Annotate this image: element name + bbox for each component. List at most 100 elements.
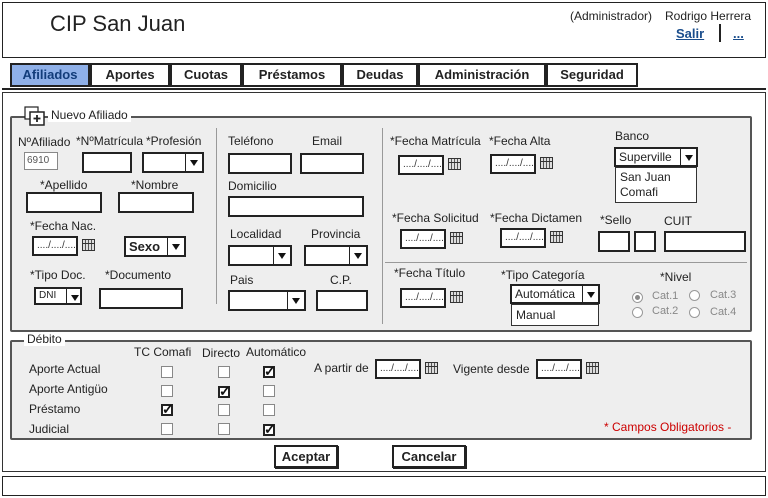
sello-input[interactable] — [598, 231, 630, 252]
fecha-titulo-label: *Fecha Título — [394, 266, 466, 280]
localidad-select[interactable] — [228, 245, 292, 266]
calendar-icon[interactable] — [425, 362, 438, 374]
cp-input[interactable] — [316, 290, 368, 311]
prestamo-directo-checkbox[interactable] — [218, 404, 230, 416]
calendar-icon[interactable] — [450, 291, 463, 303]
tab-seguridad[interactable]: Seguridad — [546, 63, 638, 87]
judicial-directo-checkbox[interactable] — [218, 423, 230, 435]
calendar-icon[interactable] — [448, 158, 461, 170]
judicial-tc-comafi-checkbox[interactable] — [161, 423, 173, 435]
localidad-label: Localidad — [230, 227, 282, 241]
tab-prestamos[interactable]: Préstamos — [242, 63, 342, 87]
debito-column-header: TC Comafi — [134, 345, 192, 359]
fecha-solicitud-input[interactable]: ..../..../.... — [400, 229, 446, 249]
aporte-actual-tc-comafi-checkbox[interactable] — [161, 366, 173, 378]
chevron-down-icon — [167, 238, 184, 255]
tab-cuotas[interactable]: Cuotas — [170, 63, 242, 87]
nivel-radio-cat3[interactable] — [689, 290, 700, 301]
content-area — [2, 92, 766, 472]
categoria-option[interactable]: Manual — [516, 308, 556, 322]
logout-link[interactable]: Salir — [676, 26, 705, 41]
provincia-select[interactable] — [304, 245, 368, 266]
header — [2, 2, 766, 58]
accept-button[interactable]: Aceptar — [274, 445, 338, 468]
chevron-down-icon — [273, 247, 290, 264]
calendar-icon[interactable] — [82, 239, 95, 251]
nivel-radio-cat4[interactable] — [689, 307, 700, 318]
sello-input-2[interactable] — [634, 231, 656, 252]
nro-matricula-input[interactable] — [82, 152, 132, 173]
cuit-label: CUIT — [664, 214, 692, 228]
cuit-input[interactable] — [664, 231, 746, 252]
provincia-label: Provincia — [311, 227, 361, 241]
a-partir-de-label: A partir de — [314, 361, 369, 375]
chevron-down-icon — [680, 149, 696, 165]
banco-select[interactable]: Superville — [614, 147, 698, 167]
calendar-icon[interactable] — [450, 232, 463, 244]
nuevo-afiliado-title: Nuevo Afiliado — [48, 108, 131, 122]
calendar-icon[interactable] — [586, 362, 599, 374]
domicilio-input[interactable] — [228, 196, 364, 217]
nivel-option-label: Cat.2 — [652, 305, 679, 317]
nro-afiliado-label: NºAfiliado — [18, 135, 71, 149]
telefono-label: Teléfono — [228, 134, 274, 148]
nivel-radio-cat1[interactable] — [632, 292, 643, 303]
aporte-actual-directo-checkbox[interactable] — [218, 366, 230, 378]
prestamo-automatico-checkbox[interactable] — [263, 404, 275, 416]
documento-input[interactable] — [99, 288, 183, 309]
tab-afiliados[interactable]: Afiliados — [10, 63, 90, 87]
tab-aportes[interactable]: Aportes — [90, 63, 170, 87]
fecha-titulo-input[interactable]: ..../..../.... — [400, 288, 446, 308]
categoria-dropdown-list: Manual — [511, 304, 599, 326]
banco-option[interactable]: San Juan — [620, 170, 671, 184]
fecha-dictamen-label: *Fecha Dictamen — [490, 211, 583, 225]
nivel-label: *Nivel — [660, 270, 692, 284]
debito-panel — [10, 340, 752, 440]
fecha-dictamen-input[interactable]: ..../..../.... — [500, 228, 546, 248]
pais-select[interactable] — [228, 290, 306, 311]
nro-matricula-label: *NºMatrícula — [76, 134, 144, 148]
tab-deudas[interactable]: Deudas — [342, 63, 418, 87]
a-partir-de-input[interactable]: ..../..../.... — [375, 359, 421, 379]
domicilio-label: Domicilio — [228, 179, 277, 193]
nombre-label: *Nombre — [131, 178, 179, 192]
calendar-icon[interactable] — [540, 157, 553, 169]
telefono-input[interactable] — [228, 153, 292, 174]
nombre-input[interactable] — [118, 192, 194, 213]
fecha-nac-label: *Fecha Nac. — [30, 219, 97, 233]
aporte-actual-automatico-checkbox[interactable] — [263, 363, 276, 380]
sello-label: *Sello — [600, 213, 632, 227]
chevron-down-icon — [349, 247, 366, 264]
row-divider — [385, 262, 747, 263]
profesion-select[interactable] — [142, 152, 204, 173]
vigente-desde-input[interactable]: ..../..../.... — [536, 359, 582, 379]
tipo-categoria-select[interactable]: Automática — [510, 284, 600, 304]
fecha-matricula-input[interactable]: ..../..../.... — [398, 155, 444, 175]
aporte-antiguo-tc-comafi-checkbox[interactable] — [161, 385, 173, 397]
chevron-down-icon — [66, 289, 80, 303]
vigente-desde-label: Vigente desde — [453, 362, 530, 376]
cancel-button[interactable]: Cancelar — [392, 445, 466, 468]
banco-dropdown-list: San Juan Comafi — [615, 167, 697, 203]
calendar-icon[interactable] — [550, 231, 563, 243]
prestamo-tc-comafi-checkbox[interactable] — [161, 401, 174, 418]
banco-option[interactable]: Comafi — [620, 185, 659, 199]
aporte-antiguo-automatico-checkbox[interactable] — [263, 385, 275, 397]
nivel-option-label: Cat.3 — [710, 289, 737, 301]
debito-column-header: Automático — [246, 345, 307, 359]
apellido-input[interactable] — [26, 192, 102, 213]
sexo-value: Sexo — [129, 239, 161, 254]
judicial-automatico-checkbox[interactable] — [263, 421, 276, 438]
fecha-alta-input[interactable]: ..../..../.... — [490, 154, 536, 174]
chevron-down-icon — [582, 286, 598, 302]
tipo-doc-select[interactable]: DNI — [34, 287, 82, 305]
sexo-select[interactable]: Sexo — [124, 236, 186, 257]
email-input[interactable] — [300, 153, 364, 174]
more-link[interactable]: ... — [733, 26, 744, 41]
nro-afiliado-field: 6910 — [24, 152, 58, 170]
column-divider — [216, 128, 217, 304]
nivel-radio-cat2[interactable] — [632, 307, 643, 318]
tab-administracion[interactable]: Administración — [418, 63, 546, 87]
aporte-antiguo-directo-checkbox[interactable] — [218, 383, 231, 400]
fecha-nac-input[interactable]: ..../..../.... — [32, 236, 78, 256]
